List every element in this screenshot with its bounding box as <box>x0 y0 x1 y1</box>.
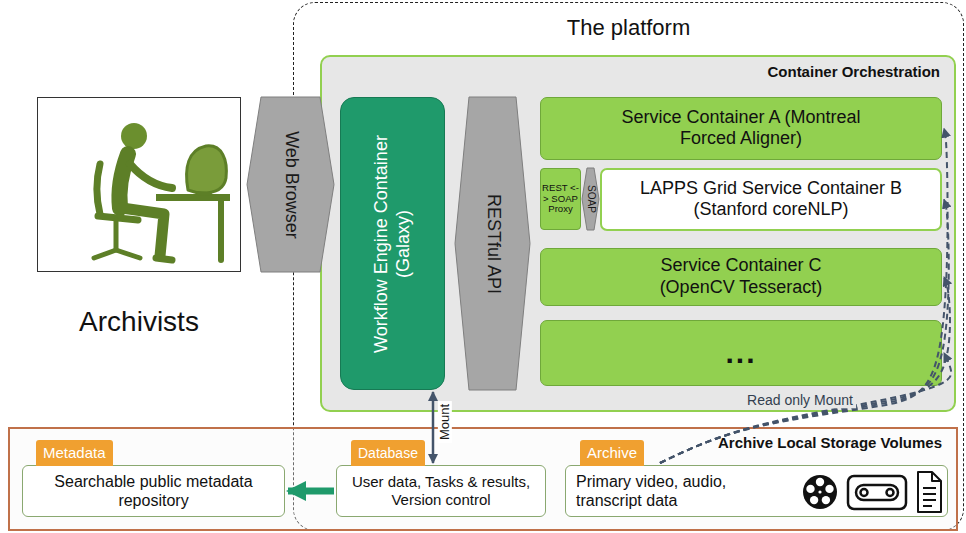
read-only-mount-arrow <box>660 129 948 464</box>
service-box: ... <box>540 320 942 386</box>
person-foot <box>156 258 172 260</box>
desk-leg <box>218 201 224 260</box>
orchestration-panel: Workflow Engine Container (Galaxy) Servic… <box>320 55 956 412</box>
region-title: The platform <box>294 15 963 41</box>
connector-label: Read only Mount <box>744 393 856 408</box>
export-arrow <box>288 488 334 495</box>
workflow-engine-box: Workflow Engine Container (Galaxy) <box>340 97 445 390</box>
monitor-stand <box>198 193 210 194</box>
container-label: LAPPS Grid Service Container B (Stanford… <box>626 178 916 221</box>
proxy-box: REST <-> SOAP Proxy <box>540 168 581 230</box>
container-label: Service Container C (OpenCV Tesseract) <box>624 255 859 298</box>
connector-label: Mount <box>438 400 452 442</box>
cassette-icon <box>848 476 906 509</box>
service-box: Service Container A (Montreal Forced Ali… <box>540 97 942 160</box>
archivist-figure <box>94 123 230 260</box>
proxy-label: REST <-> SOAP Proxy <box>542 183 580 215</box>
connector-label: SOAP <box>585 185 596 213</box>
connector-label: Web Browser <box>281 131 301 239</box>
chair-pole <box>114 220 119 250</box>
storage-description: User data, Tasks & results, Version cont… <box>342 473 540 509</box>
storage-box: ArchivePrimary video, audio, transcript … <box>565 465 948 517</box>
storage-band: MetadataSearchable public metadata repos… <box>8 427 958 531</box>
service-box: Service Container C (OpenCV Tesseract) <box>540 248 942 306</box>
api-arrow <box>455 97 530 390</box>
chair-back <box>97 164 100 214</box>
film-reel-icon <box>803 475 837 509</box>
panel-title: Container Orchestration <box>767 63 940 81</box>
read-only-mount-arrow <box>660 277 950 463</box>
storage-box: DatabaseUser data, Tasks & results, Vers… <box>336 465 546 517</box>
ellipsis-label: ... <box>681 335 801 371</box>
storage-tag: Archive <box>580 440 644 466</box>
soap-arrow <box>582 168 599 230</box>
container-label: Service Container A (Montreal Forced Ali… <box>621 107 861 150</box>
actor-frame: Archivists <box>37 97 241 272</box>
mount-arrow <box>432 392 435 463</box>
read-only-mount-arrow <box>660 200 949 464</box>
archivist-figure <box>38 98 242 273</box>
storage-description: Searchable public metadata repository <box>34 472 274 510</box>
person-head <box>121 123 147 149</box>
actor-label: Archivists <box>38 305 240 339</box>
container-label: Workflow Engine Container (Galaxy) <box>371 104 414 384</box>
storage-box: MetadataSearchable public metadata repos… <box>22 465 285 517</box>
storage-tag: Database <box>351 440 425 466</box>
storage-description: Primary video, audio, transcript data <box>576 472 791 510</box>
read-only-mount-arrow <box>660 353 951 463</box>
storage-tag: Metadata <box>36 440 113 466</box>
document-icon <box>918 472 941 512</box>
band-title: Archive Local Storage Volumes <box>718 434 942 452</box>
service-box: LAPPS Grid Service Container B (Stanford… <box>600 168 942 231</box>
web-browser-arrow <box>247 97 334 272</box>
person-arm <box>130 164 172 188</box>
connector-label: RESTful API <box>483 193 503 293</box>
person-leg <box>122 208 164 256</box>
chair-base <box>94 250 140 258</box>
media-icons <box>798 466 948 518</box>
monitor <box>187 146 227 193</box>
